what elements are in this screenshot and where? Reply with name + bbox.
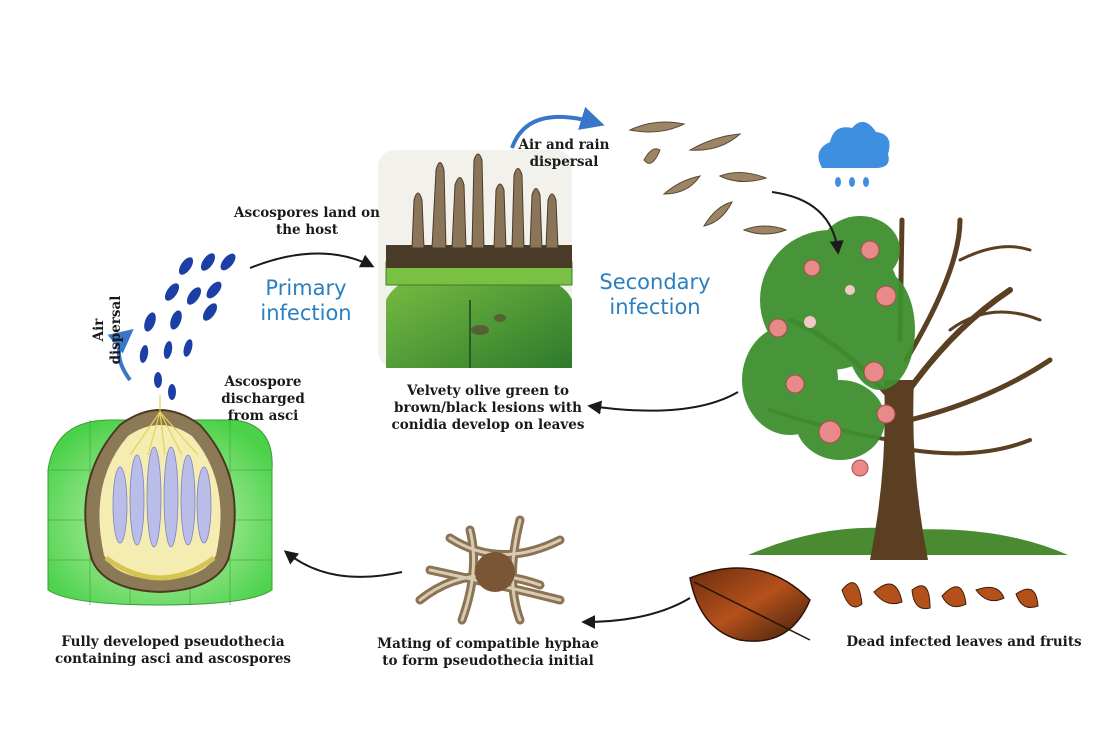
lesion-leaf-illustration (378, 150, 573, 368)
arrow-to-pseudothecia (283, 550, 403, 578)
lesions-label: Velvety olive green to brown/black lesio… (391, 383, 585, 433)
ascospore-icon (139, 253, 236, 400)
mating-label: Mating of compatible hyphae to form pseu… (377, 636, 599, 669)
air-rain-dispersal-label: Air and rain dispersal (518, 137, 610, 170)
arrow-conidia-to-tree (771, 191, 844, 255)
air-dispersal-label: Air dispersal (91, 295, 124, 365)
dead-leaves-label: Dead infected leaves and fruits (846, 634, 1082, 650)
air-rain-arrow (510, 106, 605, 149)
hyphae-illustration (415, 515, 565, 625)
primary-infection-title: Primary infection (260, 276, 352, 325)
arrow-to-host (249, 252, 375, 269)
air-dispersal-arrow (107, 328, 134, 382)
pseudothecia-label: Fully developed pseudothecia containing … (54, 634, 292, 667)
apple-tree-illustration (742, 216, 1068, 560)
ascospores-land-label: Ascospores land on the host (234, 205, 380, 238)
pseudothecium-illustration (47, 395, 273, 606)
arrow-to-hyphae (581, 597, 691, 629)
rain-cloud-icon (818, 121, 890, 187)
dead-leaf-icon (689, 567, 1039, 642)
arrow-tree-to-lesions (587, 391, 739, 415)
secondary-infection-title: Secondary infection (599, 270, 711, 319)
conidium-icon (628, 121, 788, 235)
cycle-arrows (249, 191, 844, 629)
ascospore-discharged-label: Ascospore discharged from asci (221, 374, 305, 424)
